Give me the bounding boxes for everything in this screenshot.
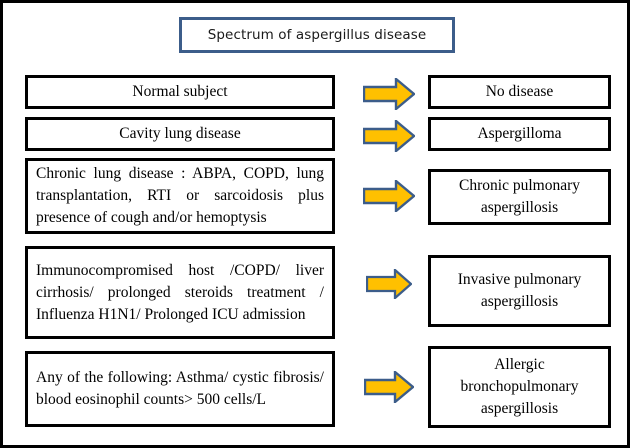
outcome-text-4: Invasive pulmonary aspergillosis [457, 271, 582, 310]
outcome-box-3: Chronic pulmonary aspergillosis [428, 169, 611, 225]
condition-box-1: Normal subject [25, 75, 335, 109]
condition-box-3: Chronic lung disease : ABPA, COPD, lung … [25, 158, 335, 234]
outcome-text-1: No disease [485, 83, 554, 100]
condition-text-2: Cavity lung disease [119, 125, 241, 142]
condition-text-1: Normal subject [132, 83, 228, 100]
flow-arrow-2 [363, 120, 415, 152]
condition-text-3: Chronic lung disease : ABPA, COPD, lung … [36, 165, 324, 226]
condition-box-4: Immunocompromised host /COPD/ liver cirr… [25, 246, 335, 339]
right-arrow-icon [364, 371, 414, 403]
flow-arrow-1 [363, 78, 415, 110]
outcome-box-1: No disease [428, 75, 611, 109]
right-arrow-icon [363, 120, 415, 152]
outcome-box-4: Invasive pulmonary aspergillosis [428, 255, 611, 327]
condition-box-2: Cavity lung disease [25, 117, 335, 151]
right-arrow-icon [363, 180, 415, 212]
condition-text-4: Immunocompromised host /COPD/ liver cirr… [36, 261, 324, 323]
right-arrow-icon [366, 269, 412, 299]
flow-arrow-4 [366, 269, 412, 299]
outcome-text-3: Chronic pulmonary aspergillosis [459, 177, 580, 216]
diagram-title-box: Spectrum of aspergillus disease [179, 17, 455, 53]
right-arrow-icon [363, 78, 415, 110]
outcome-box-2: Aspergilloma [428, 117, 611, 151]
condition-box-5: Any of the following: Asthma/ cystic fib… [25, 351, 335, 427]
condition-text-5: Any of the following: Asthma/ cystic fib… [36, 369, 324, 408]
outcome-box-5: Allergic bronchopulmonary aspergillosis [428, 346, 611, 428]
outcome-text-5: Allergic bronchopulmonary aspergillosis [460, 356, 579, 417]
flow-arrow-3 [363, 180, 415, 212]
diagram-title-text: Spectrum of aspergillus disease [207, 27, 427, 43]
flow-arrow-5 [364, 371, 414, 403]
outcome-text-2: Aspergilloma [477, 125, 562, 142]
